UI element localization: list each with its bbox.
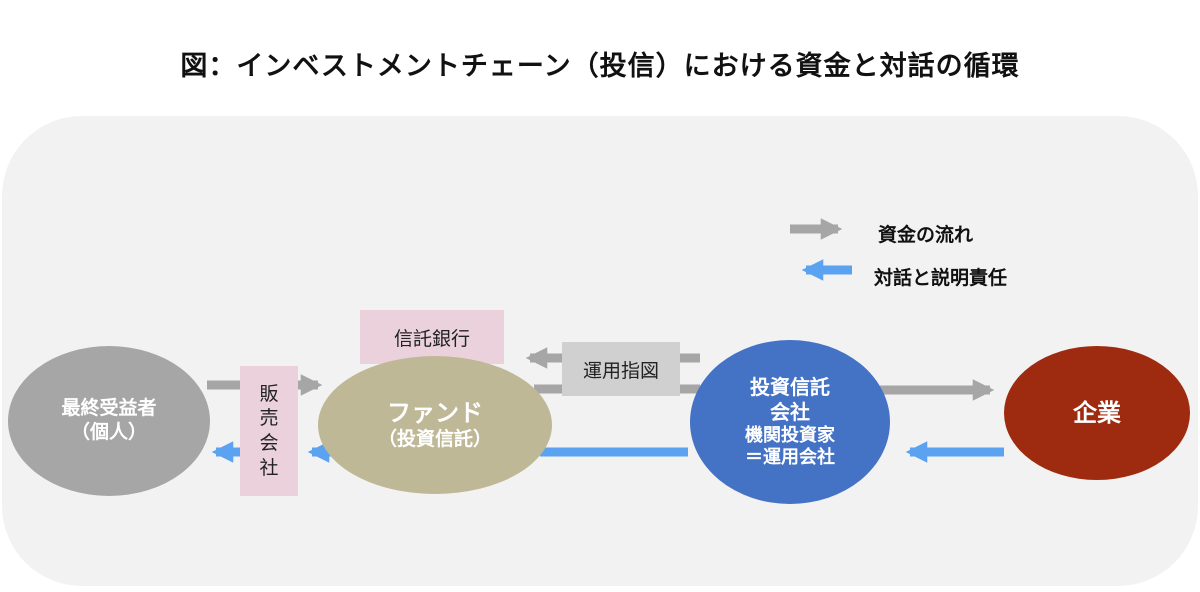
manager-label-1: 投資信託 [750,374,830,399]
manager-label-4: ＝運用会社 [745,447,835,468]
sales-company-box: 販 売 会 社 [240,366,298,496]
instruction-box: 運用指図 [562,342,680,396]
legend-dialogue-label: 対話と説明責任 [874,267,1008,289]
legend-money-flow-label: 資金の流れ [878,224,974,246]
sales-char: 社 [259,456,279,479]
manager-node: 投資信託 会社 機関投資家 ＝運用会社 [690,340,890,504]
fund-sublabel: （投資信託） [377,428,492,451]
manager-label-2: 会社 [770,399,810,424]
page-title: 図：インベストメントチェーン（投信）における資金と対話の循環 [180,51,1020,82]
trust-bank-box: 信託銀行 [360,310,504,364]
corporate-node: 企業 [1004,346,1190,480]
sales-char: 会 [259,432,279,454]
sales-char: 売 [259,407,279,430]
beneficiary-sublabel: （個人） [70,421,147,443]
beneficiary-label: 最終受益者 [61,397,157,420]
corporate-label: 企業 [1073,399,1121,427]
beneficiary-node: 最終受益者 （個人） [8,346,210,496]
manager-label-3: 機関投資家 [745,424,835,446]
fund-node: ファンド （投資信託） [318,356,552,494]
sales-char: 販 [259,382,279,405]
fund-label: ファンド [387,399,483,428]
